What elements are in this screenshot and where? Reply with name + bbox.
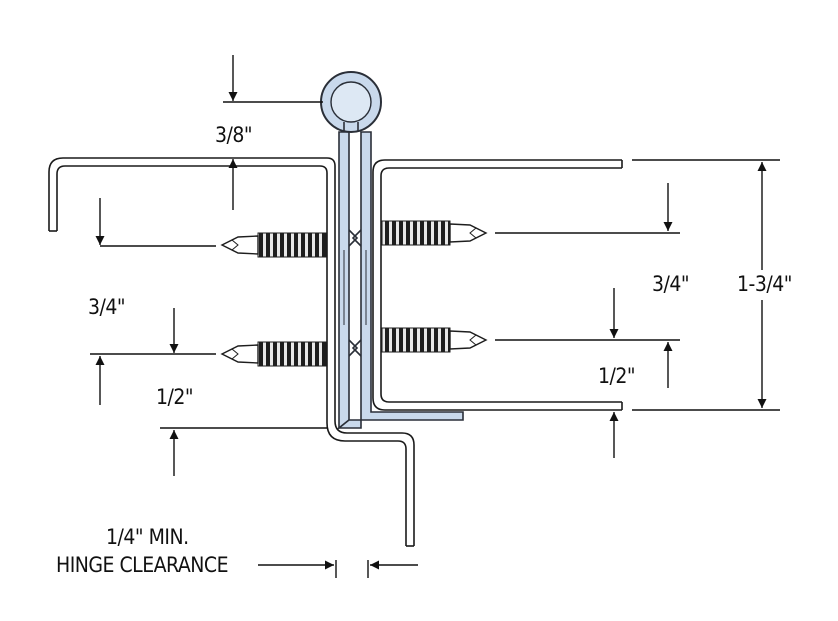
left-edge-offset-label: 1/2" — [156, 385, 194, 409]
clearance-label-line2: HINGE CLEARANCE — [56, 553, 229, 577]
clearance-label-line1: 1/4" MIN. — [106, 525, 189, 549]
right-frame — [372, 159, 623, 411]
screw-left-lower — [220, 341, 327, 367]
screw-left-upper — [220, 232, 327, 258]
dimension-lines — [90, 55, 780, 578]
hinge-leaves — [336, 131, 464, 430]
right-screw-spacing-label: 3/4" — [652, 272, 690, 296]
total-height-label: 1-3/4" — [737, 272, 792, 296]
hinge-knuckle — [320, 71, 382, 133]
left-screw-spacing-label: 3/4" — [88, 295, 126, 319]
pin-offset-label: 3/8" — [215, 123, 253, 147]
left-frame — [48, 157, 415, 547]
screw-right-lower — [381, 327, 488, 353]
right-edge-offset-label: 1/2" — [598, 364, 636, 388]
screw-right-upper — [381, 220, 488, 246]
